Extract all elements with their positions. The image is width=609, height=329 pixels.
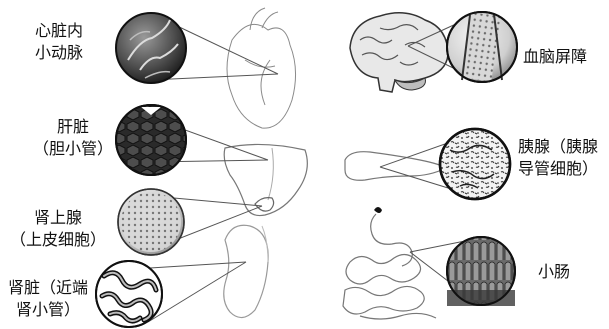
adrenal-epithelium-micrograph (118, 189, 184, 255)
pancreas-duct-micrograph (440, 129, 510, 199)
intestine-villi-micrograph (447, 237, 515, 306)
adrenal-outline (255, 198, 274, 212)
liver-bile-canaliculi-micrograph (116, 105, 186, 175)
intestine-end-mark (374, 207, 382, 213)
brain-illustration (350, 13, 448, 92)
coronary-artery-micrograph (116, 13, 186, 83)
pancreas-outline (345, 152, 446, 181)
intestine-outline (343, 214, 436, 319)
heart-outline (227, 8, 296, 128)
liver-outline (224, 144, 307, 215)
kidney-tubule-micrograph (96, 261, 162, 327)
bbb-capillary-micrograph (447, 12, 517, 82)
